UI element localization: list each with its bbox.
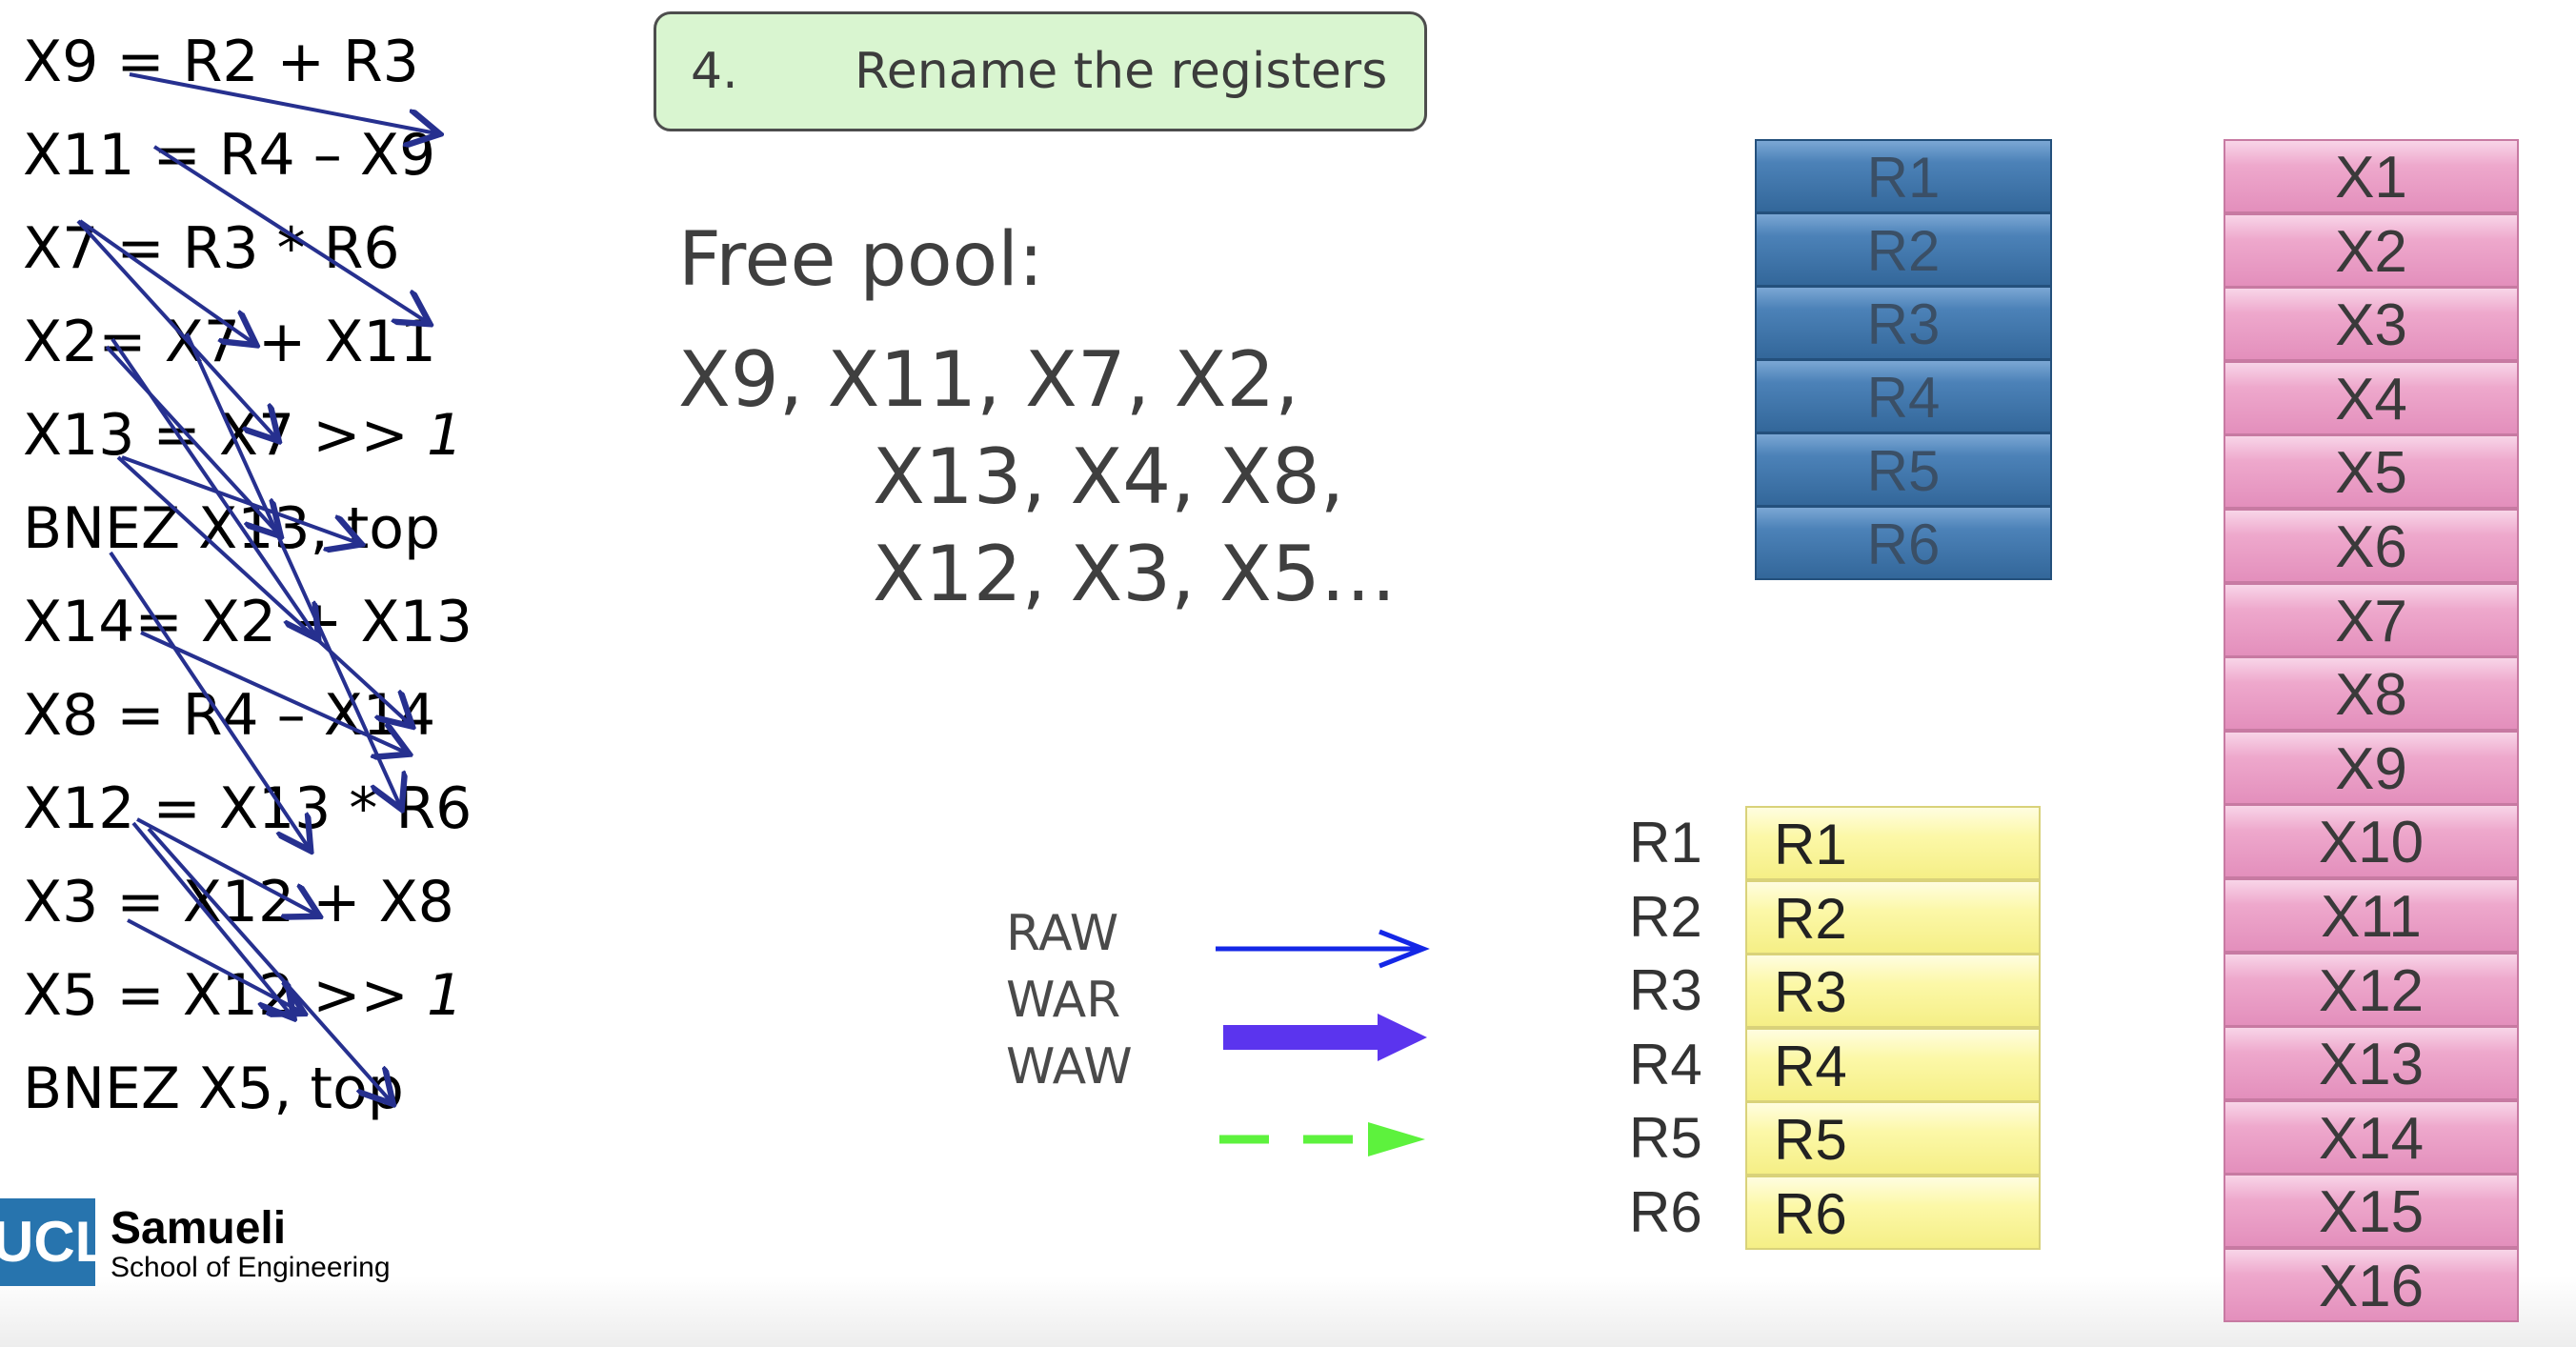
rename-row-value: R4 [1745,1027,2041,1102]
legend-label-war: WAR [1006,972,1121,1029]
physical-register-cell: X14 [2224,1099,2519,1175]
rename-row-label: R6 [1629,1180,1702,1244]
rename-row-value: R1 [1745,806,2041,880]
rename-row-label: R1 [1629,811,1702,875]
rename-row-label: R3 [1629,958,1702,1023]
physical-register-cell: X12 [2224,952,2519,1027]
free-pool-line-1: X9, X11, X7, X2, [678,335,1299,424]
arch-register-cell: R2 [1755,212,2052,287]
physical-register-cell: X9 [2224,730,2519,805]
physical-register-cell: X1 [2224,139,2519,213]
physical-register-cell: X6 [2224,509,2519,583]
physical-register-cell: X4 [2224,360,2519,435]
war-arrow-head [1378,1014,1427,1061]
rename-row-value: R5 [1745,1101,2041,1176]
physical-register-cell: X5 [2224,434,2519,510]
code-line-immediate: 1 [426,402,464,469]
arch-register-cell: R4 [1755,359,2052,433]
rename-row-value: R3 [1745,954,2041,1029]
free-pool-line-2: X13, X4, X8, [873,432,1345,521]
rename-row-value: R6 [1745,1176,2041,1250]
free-pool-line-3: X12, X3, X5… [873,530,1397,618]
physical-register-cell: X2 [2224,212,2519,288]
code-line-immediate: 1 [426,962,464,1029]
physical-register-cell: X16 [2224,1248,2519,1322]
arch-register-cell: R5 [1755,432,2052,507]
waw-arrow-head [1368,1122,1425,1156]
physical-register-cell: X15 [2224,1174,2519,1249]
physical-register-cell: X8 [2224,656,2519,732]
raw-arrow-head [1379,929,1430,969]
rename-row-label: R2 [1629,884,1702,949]
rename-row-value: R2 [1745,879,2041,955]
logo-subtitle: School of Engineering [111,1252,391,1283]
ucla-logo-block: UCLA [0,1198,95,1286]
legend-label-raw: RAW [1006,905,1119,962]
arch-register-cell: R6 [1755,506,2052,580]
physical-register-cell: X3 [2224,287,2519,362]
rename-row-label: R4 [1629,1032,1702,1096]
war-arrow-shaft [1223,1025,1379,1050]
bottom-fade [0,1277,2576,1347]
legend-label-waw: WAW [1006,1038,1133,1096]
free-pool-title: Free pool: [678,217,1044,303]
step-number: 4. [691,43,738,100]
physical-register-cell: X11 [2224,878,2519,953]
step-box: 4. Rename the registers [654,11,1427,131]
logo-name: Samueli [111,1203,287,1254]
physical-register-cell: X13 [2224,1026,2519,1101]
physical-register-cell: X10 [2224,804,2519,879]
physical-register-cell: X7 [2224,582,2519,657]
rename-row-label: R5 [1629,1106,1702,1171]
step-text: Rename the registers [855,43,1388,100]
arch-register-cell: R3 [1755,286,2052,360]
